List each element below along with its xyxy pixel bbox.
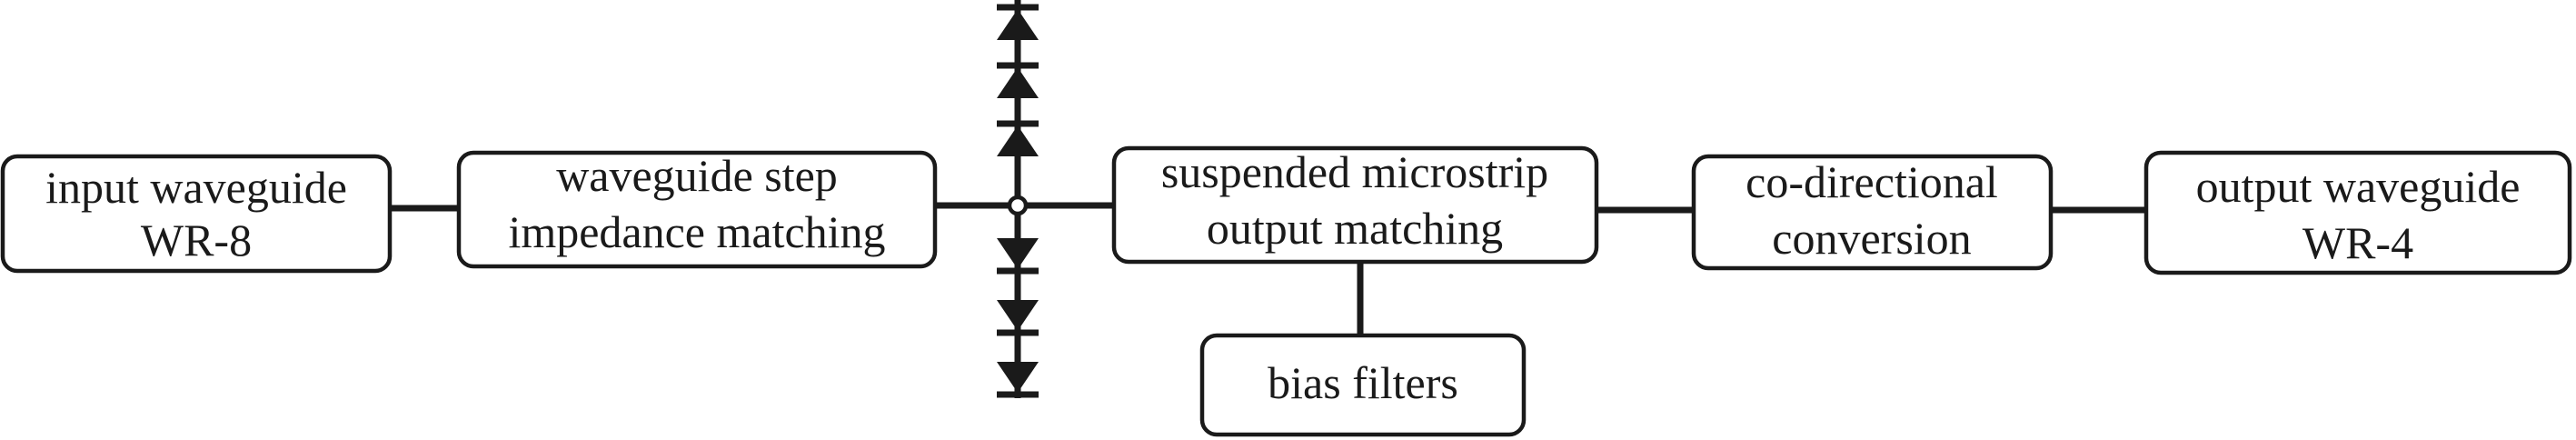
- microstrip-matching-label-line2: output matching: [1207, 203, 1503, 254]
- microstrip-matching-box: [1111, 145, 1599, 265]
- codirectional-label-line2: conversion: [1772, 213, 1971, 264]
- microstrip-matching-label-line1: suspended microstrip: [1161, 146, 1548, 197]
- step-matching-label-line2: impedance matching: [508, 206, 885, 257]
- block-input-waveguide: input waveguide WR-8: [0, 154, 393, 274]
- codirectional-label-line1: co-directional: [1746, 156, 1998, 207]
- block-microstrip-matching: suspended microstrip output matching: [1111, 145, 1599, 265]
- diode-down-3-triangle: [997, 362, 1039, 393]
- diode-down-2-triangle: [997, 300, 1039, 331]
- input-waveguide-label-line2: WR-8: [141, 215, 252, 265]
- bias-filters-box: [1199, 333, 1527, 437]
- diode-up-1-triangle: [997, 9, 1039, 40]
- step-matching-label-line1: waveguide step: [556, 150, 838, 201]
- output-waveguide-label-line1: output waveguide: [2196, 161, 2521, 212]
- block-step-matching: waveguide step impedance matching: [456, 150, 938, 269]
- bias-filters-label: bias filters: [1268, 357, 1458, 408]
- block-output-waveguide: output waveguide WR-4: [2143, 150, 2572, 275]
- step-matching-box: [456, 150, 938, 269]
- diode-chain: [997, 0, 1039, 398]
- block-bias-filters: bias filters: [1199, 333, 1527, 437]
- junction-node: [1007, 195, 1029, 216]
- diode-up-3-triangle: [997, 125, 1039, 156]
- diode-down-1-triangle: [997, 238, 1039, 269]
- input-waveguide-label-line1: input waveguide: [45, 162, 347, 213]
- output-waveguide-label-line2: WR-4: [2302, 217, 2413, 268]
- input-waveguide-box: [0, 154, 393, 274]
- block-codirectional: co-directional conversion: [1691, 154, 2054, 271]
- codirectional-box: [1691, 154, 2054, 271]
- diode-up-2-triangle: [997, 67, 1039, 98]
- output-waveguide-box: [2143, 150, 2572, 275]
- connections: [390, 202, 2146, 335]
